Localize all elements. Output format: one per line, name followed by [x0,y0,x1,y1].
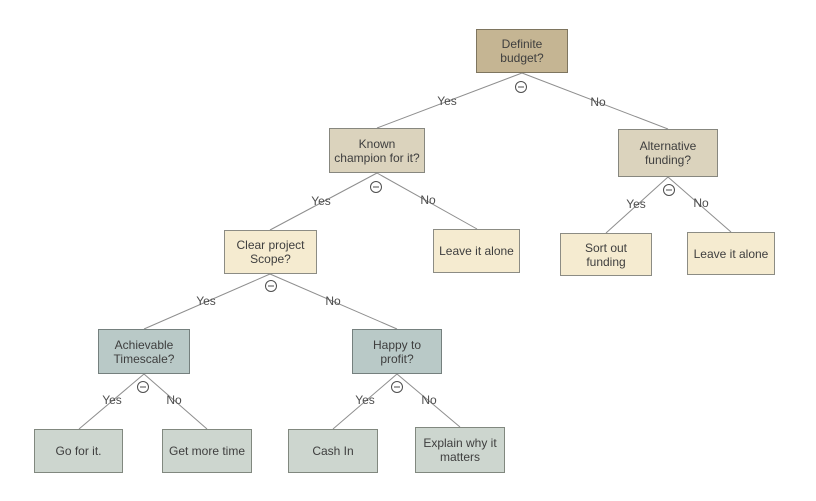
collapse-icon[interactable] [370,181,382,193]
node-definite-budget[interactable]: Definite budget? [476,29,568,73]
edge-timescale-no [143,373,208,430]
node-label: Definite [501,37,543,51]
edge-champion-no [376,172,478,230]
node-get-more-time[interactable]: Get more time [162,429,252,473]
node-leave-it-alone-1[interactable]: Leave it alone [433,229,520,273]
edge-budget-yes [376,72,523,129]
edge-label-yes: Yes [355,393,375,407]
node-label: Happy to [372,337,422,352]
edge-label-yes: Yes [102,393,122,407]
collapse-icon[interactable] [265,280,277,292]
node-explain-why-it-matters[interactable]: Explain why it matters [415,427,505,473]
edge-label-yes: Yes [437,94,457,108]
edge-label-no: No [693,196,709,210]
edge-scope-no [269,273,398,330]
node-label: champion for it? [334,150,420,165]
node-label: Clear project [236,238,305,252]
edge-timescale-yes [78,373,145,430]
node-label: profit? [380,351,414,366]
node-label: Go for it. [55,444,102,458]
node-label: Leave it alone [439,244,514,258]
edge-altfunding-no [667,176,732,233]
edge-label-no: No [421,393,437,407]
edge-label-no: No [325,294,341,308]
collapse-icon[interactable] [663,184,675,196]
node-label: Timescale? [113,351,175,366]
node-sort-out-funding[interactable]: Sort out funding [560,233,652,276]
node-achievable-timescale[interactable]: Achievable Timescale? [98,329,190,374]
node-label: Explain why it [423,436,497,450]
node-label: funding [586,254,626,269]
node-label: matters [439,450,480,464]
edge-label-no: No [590,95,606,109]
node-label: funding? [644,153,692,167]
node-label: Scope? [250,252,291,266]
node-alternative-funding[interactable]: Alternative funding? [618,129,718,177]
node-label: Sort out [584,240,628,255]
edge-champion-yes [269,172,378,231]
node-go-for-it[interactable]: Go for it. [34,429,123,473]
edge-profit-no [396,373,461,428]
collapse-icon[interactable] [137,381,149,393]
node-clear-project-scope[interactable]: Clear project Scope? [224,230,317,274]
node-label: Leave it alone [693,246,769,261]
node-label: Cash In [312,444,354,458]
node-label: budget? [500,51,544,65]
node-label: Known [358,136,396,151]
node-cash-in[interactable]: Cash In [288,429,378,473]
node-happy-to-profit[interactable]: Happy to profit? [352,329,442,374]
collapse-icon[interactable] [391,381,403,393]
edge-label-no: No [166,393,182,407]
edge-label-yes: Yes [626,197,646,211]
edge-scope-yes [143,273,271,330]
node-leave-it-alone-2[interactable]: Leave it alone [687,232,775,275]
edge-label-no: No [420,193,436,207]
node-label: Get more time [168,444,246,458]
edge-budget-no [521,72,669,130]
edge-altfunding-yes [605,176,669,234]
edge-label-yes: Yes [196,294,216,308]
node-known-champion[interactable]: Known champion for it? [329,128,425,173]
collapse-icon[interactable] [515,81,527,93]
edge-label-yes: Yes [311,194,331,208]
node-label: Achievable [114,337,174,352]
node-label: Alternative [639,139,697,153]
edge-profit-yes [332,373,398,430]
